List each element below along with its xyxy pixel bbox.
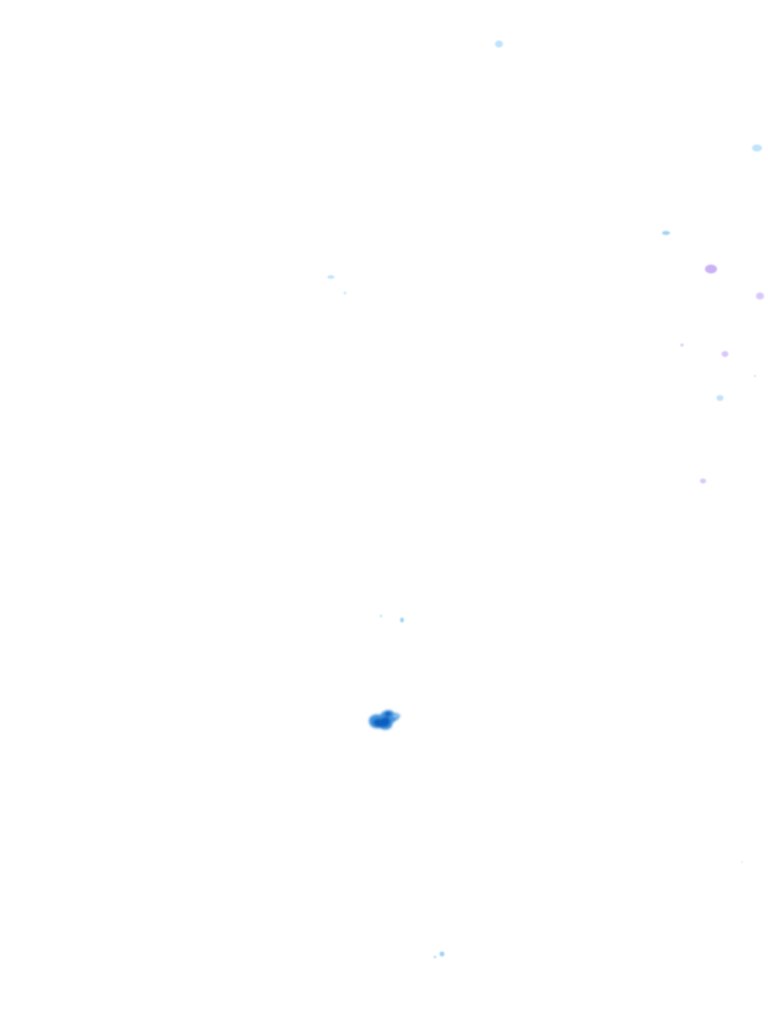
- paint-speck: [721, 351, 729, 357]
- paint-speck: [400, 617, 404, 623]
- paint-speck: [439, 951, 445, 957]
- paint-speck: [700, 478, 706, 484]
- paint-speck: [680, 343, 684, 347]
- paint-speck: [327, 275, 335, 279]
- paint-speck: [495, 40, 503, 48]
- paint-speck: [752, 144, 762, 152]
- paint-speck: [741, 861, 743, 863]
- blue-paint-blob: [368, 710, 401, 730]
- paint-speck: [754, 375, 756, 377]
- paint-speck: [705, 264, 717, 274]
- paint-speck: [662, 231, 670, 235]
- paint-speck: [756, 292, 764, 300]
- paint-speck: [343, 291, 347, 295]
- paint-speck: [716, 395, 724, 401]
- paint-speck: [380, 614, 382, 618]
- paint-speck: [433, 955, 437, 959]
